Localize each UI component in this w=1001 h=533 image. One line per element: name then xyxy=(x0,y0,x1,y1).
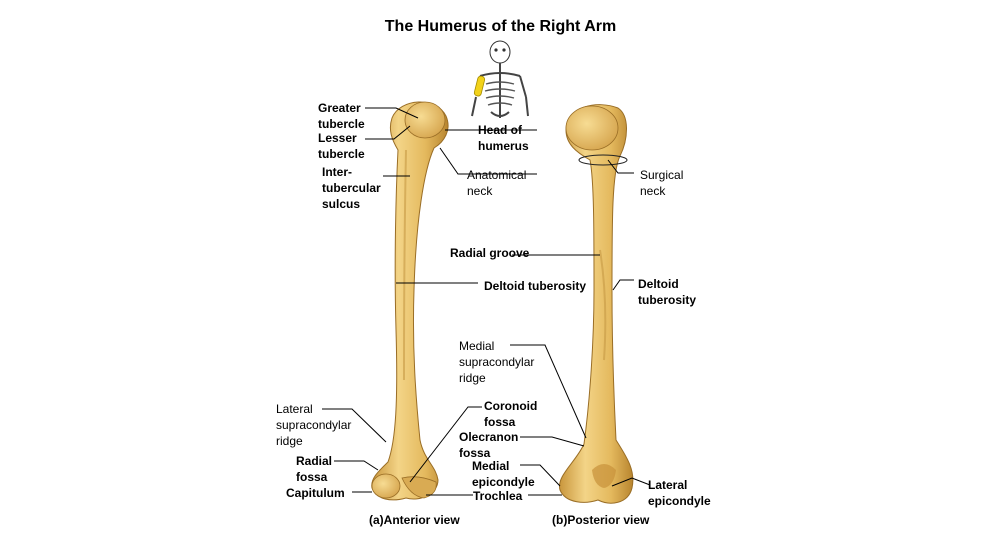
label-deltoid-tuberosity-posterior: Deltoid tuberosity xyxy=(638,277,697,307)
label-intertubercular-sulcus: Inter- tubercular sulcus xyxy=(322,165,381,211)
posterior-view-caption: (b)Posterior view xyxy=(552,513,650,527)
label-greater-tubercle: Greater tubercle xyxy=(318,101,365,131)
label-medial-supracondylar-ridge: Medial supracondylar ridge xyxy=(459,339,535,385)
page-title: The Humerus of the Right Arm xyxy=(384,18,617,35)
label-lateral-epicondyle: Lateral epicondyle xyxy=(648,478,711,508)
leader-lines xyxy=(322,107,651,496)
label-capitulum: Capitulum xyxy=(286,486,345,500)
label-anatomical-neck: Anatomical neck xyxy=(467,168,527,198)
label-radial-fossa: Radial fossa xyxy=(296,454,333,484)
posterior-humerus xyxy=(559,104,634,504)
label-deltoid-tuberosity-anterior: Deltoid tuberosity xyxy=(484,279,587,293)
anterior-humerus xyxy=(371,101,449,501)
anterior-view-caption: (a)Anterior view xyxy=(369,513,460,527)
label-trochlea: Trochlea xyxy=(473,489,523,503)
label-lesser-tubercle: Lesser tubercle xyxy=(318,131,365,161)
label-olecranon-fossa: Olecranon fossa xyxy=(459,430,519,460)
label-coronoid-fossa: Coronoid fossa xyxy=(484,399,538,429)
label-lateral-supracondylar-ridge: Lateral supracondylar ridge xyxy=(276,402,352,448)
label-medial-epicondyle: Medial epicondyle xyxy=(472,459,535,489)
label-head-of-humerus: Head of humerus xyxy=(478,123,529,153)
skeleton-icon xyxy=(471,40,529,118)
label-radial-groove: Radial groove xyxy=(450,246,530,260)
label-surgical-neck: Surgical neck xyxy=(640,168,684,198)
